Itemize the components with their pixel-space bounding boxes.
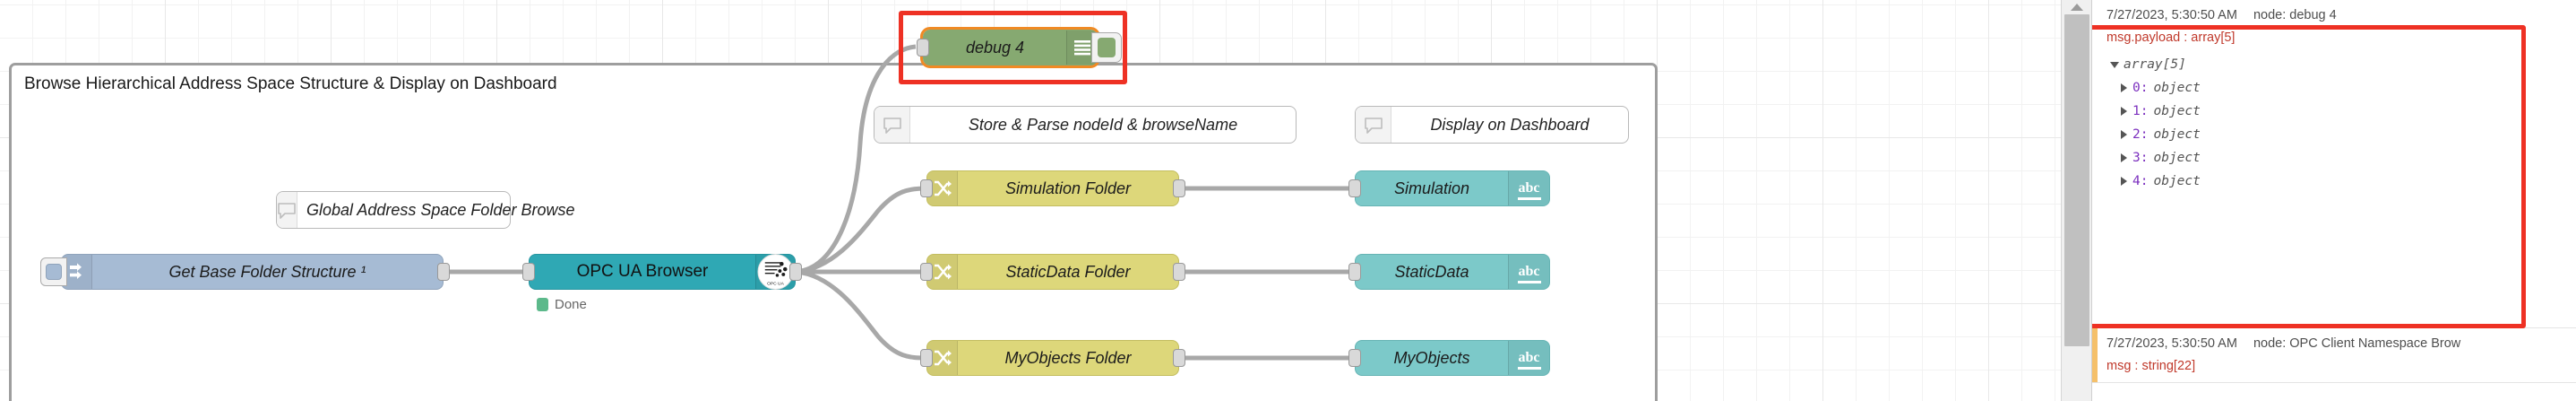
node-label: Display on Dashboard [1430, 115, 1590, 134]
caret-down-icon[interactable] [2110, 61, 2119, 68]
tree-item-key: 4: [2132, 174, 2149, 188]
tree-item-type: object [2153, 174, 2201, 188]
canvas-vertical-scrollbar[interactable] [2061, 0, 2091, 401]
debug-sidebar[interactable]: 7/27/2023, 5:30:50 AM node: debug 4 msg.… [2091, 0, 2576, 401]
debug-message[interactable]: 7/27/2023, 5:30:50 AM node: OPC Client N… [2092, 328, 2576, 383]
node-dashboard-simulation[interactable]: Simulation abc [1348, 170, 1550, 206]
caret-right-icon[interactable] [2121, 153, 2127, 162]
tree-root-row[interactable]: array[5] [2110, 55, 2567, 74]
tree-root-label: array[5] [2124, 57, 2186, 72]
node-comment-display-dashboard[interactable]: Display on Dashboard [1355, 106, 1629, 144]
node-opc-ua-browser[interactable]: OPC UA Browser OPC UA [522, 253, 802, 312]
abc-text-icon: abc [1508, 255, 1549, 289]
node-label: Store & Parse nodeId & browseName [968, 115, 1238, 134]
svg-text:OPC UA: OPC UA [767, 282, 784, 287]
tree-item-key: 0: [2132, 81, 2149, 95]
debug-msg-property: msg.payload : array[5] [2106, 31, 2236, 45]
caret-right-icon[interactable] [2121, 177, 2127, 186]
scrollbar-thumb[interactable] [2064, 14, 2089, 346]
tree-item-type: object [2153, 81, 2201, 95]
node-input-port[interactable] [920, 263, 933, 281]
debug-node-name: node: OPC Client Namespace Brow [2253, 336, 2461, 351]
debug-node-name: node: debug 4 [2253, 8, 2337, 22]
debug-timestamp: 7/27/2023, 5:30:50 AM [2106, 336, 2237, 351]
node-label: Simulation Folder [1004, 179, 1132, 197]
comment-bubble-icon [874, 107, 910, 143]
node-comment-store-parse[interactable]: Store & Parse nodeId & browseName [874, 106, 1297, 144]
tree-item-type: object [2153, 151, 2201, 165]
node-input-port[interactable] [920, 179, 933, 197]
caret-right-icon[interactable] [2121, 83, 2127, 92]
node-debug-4[interactable]: debug 4 [917, 27, 1122, 68]
node-input-port[interactable] [1348, 263, 1361, 281]
tree-item-row[interactable]: 2: object [2110, 125, 2567, 144]
node-status: Done [537, 297, 587, 312]
node-label: MyObjects Folder [1004, 348, 1132, 367]
tree-item-row[interactable]: 0: object [2110, 78, 2567, 98]
abc-icon-label: abc [1517, 180, 1541, 200]
node-label: debug 4 [965, 38, 1025, 57]
abc-icon-label: abc [1517, 350, 1541, 370]
switch-icon [927, 171, 958, 205]
node-label: MyObjects [1393, 348, 1470, 367]
node-label: StaticData Folder [1005, 262, 1131, 281]
abc-text-icon: abc [1508, 171, 1549, 205]
caret-right-icon[interactable] [2121, 107, 2127, 116]
caret-right-icon[interactable] [2121, 130, 2127, 139]
node-input-port[interactable] [920, 349, 933, 367]
tree-item-key: 3: [2132, 151, 2149, 165]
tree-item-key: 1: [2132, 104, 2149, 118]
tree-item-type: object [2153, 127, 2201, 142]
node-label: Simulation [1393, 179, 1470, 197]
tree-item-row[interactable]: 4: object [2110, 171, 2567, 191]
abc-icon-label: abc [1517, 264, 1541, 283]
node-dashboard-staticdata[interactable]: StaticData abc [1348, 254, 1550, 290]
node-input-port[interactable] [1348, 349, 1361, 367]
node-comment-global-address-space[interactable]: Global Address Space Folder Browse [276, 191, 574, 229]
scroll-up-arrow-icon[interactable] [2062, 0, 2092, 14]
tree-item-type: object [2153, 104, 2201, 118]
node-label: OPC UA Browser [576, 262, 709, 281]
node-input-port[interactable] [522, 263, 535, 281]
inject-trigger-button[interactable] [40, 257, 67, 286]
flow-canvas[interactable]: Browse Hierarchical Address Space Struct… [0, 0, 2061, 401]
flow-group-title: Browse Hierarchical Address Space Struct… [24, 74, 557, 93]
node-output-port[interactable] [1173, 349, 1185, 367]
debug-message-header: 7/27/2023, 5:30:50 AM node: OPC Client N… [2106, 336, 2567, 351]
node-function-simulation-folder[interactable]: Simulation Folder [920, 170, 1185, 206]
tree-item-row[interactable]: 3: object [2110, 148, 2567, 168]
debug-message-header: 7/27/2023, 5:30:50 AM node: debug 4 [2106, 8, 2567, 22]
debug-message[interactable]: 7/27/2023, 5:30:50 AM node: debug 4 msg.… [2092, 0, 2576, 328]
tree-item-key: 2: [2132, 127, 2149, 142]
node-input-port[interactable] [1348, 179, 1361, 197]
debug-msg-property: msg : string[22] [2106, 359, 2196, 373]
node-inject-get-base-folder-structure[interactable]: Get Base Folder Structure ¹ [40, 254, 450, 290]
status-dot-icon [537, 298, 548, 311]
debug-payload-tree[interactable]: array[5] 0: object 1: object 2: object [2106, 55, 2567, 191]
comment-bubble-icon [277, 192, 297, 228]
node-dashboard-myobjects[interactable]: MyObjects abc [1348, 340, 1550, 376]
comment-bubble-icon [1356, 107, 1391, 143]
node-output-port[interactable] [1173, 179, 1185, 197]
debug-message-stripe [2092, 0, 2098, 327]
debug-message-stripe [2092, 328, 2098, 382]
node-label: Get Base Folder Structure ¹ [168, 262, 366, 281]
debug-timestamp: 7/27/2023, 5:30:50 AM [2106, 8, 2237, 22]
node-label: StaticData [1394, 262, 1469, 281]
tree-item-row[interactable]: 1: object [2110, 101, 2567, 121]
status-label: Done [555, 297, 587, 312]
node-function-staticdata-folder[interactable]: StaticData Folder [920, 254, 1185, 290]
debug-enable-button[interactable] [1091, 32, 1122, 63]
node-output-port[interactable] [1173, 263, 1185, 281]
node-input-port[interactable] [917, 39, 929, 57]
node-function-myobjects-folder[interactable]: MyObjects Folder [920, 340, 1185, 376]
node-label: Global Address Space Folder Browse [306, 200, 575, 219]
abc-text-icon: abc [1508, 341, 1549, 375]
node-output-port[interactable] [789, 263, 802, 281]
node-output-port[interactable] [437, 263, 450, 281]
